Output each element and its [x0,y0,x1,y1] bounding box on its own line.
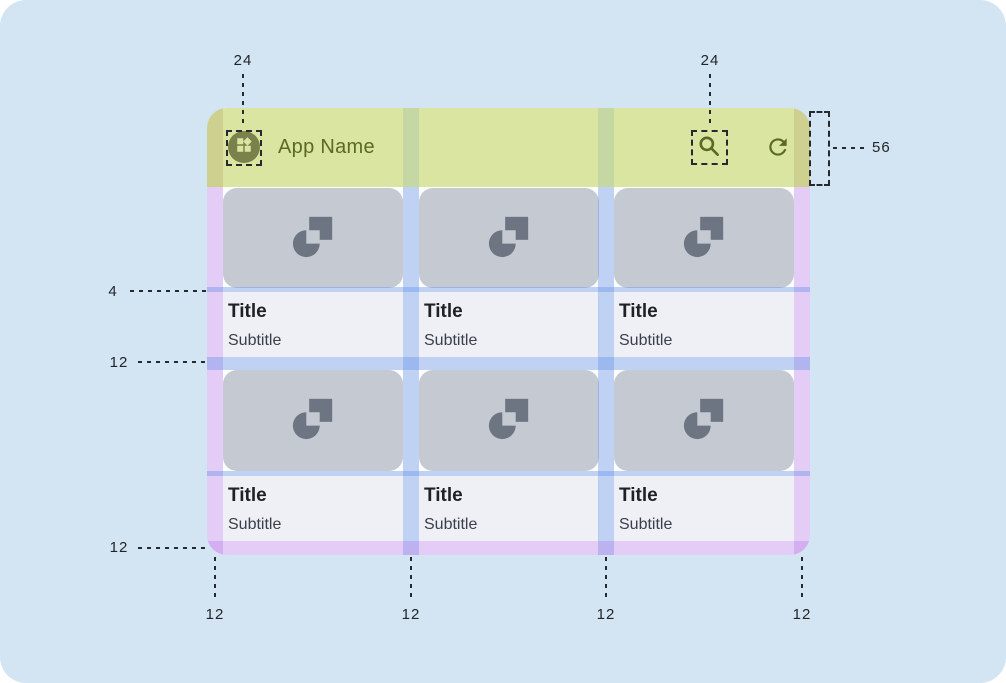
card-text[interactable]: Title Subtitle [614,476,794,541]
appbar-margin-overlay-right [794,108,810,187]
app-mockup: Title Subtitle Title Subtitle Title Subt… [207,108,810,555]
card-subtitle: Subtitle [228,332,282,349]
card-subtitle: Subtitle [424,332,478,349]
measurement-line [833,147,866,149]
measurement-line [242,74,244,128]
measurement-line [709,74,711,128]
measurement-bracket-appbar [809,111,830,186]
margin-overlay-left [207,187,223,555]
image-placeholder-icon [290,395,336,446]
card-title: Title [228,301,267,322]
measurement-label-search-24: 24 [700,52,720,69]
measurement-line [801,557,803,600]
card-text[interactable]: Title Subtitle [614,292,794,357]
measurement-line [410,557,412,600]
image-placeholder-icon [290,213,336,264]
bottom-margin-overlay [207,541,810,555]
measurement-label-col-12: 12 [596,606,616,623]
gutter-overlay-1 [403,187,419,555]
card-text[interactable]: Title Subtitle [419,292,599,357]
card-subtitle: Subtitle [228,516,282,533]
card-text[interactable]: Title Subtitle [223,476,403,541]
image-placeholder-icon [486,395,532,446]
measurement-label-bottom-margin-12: 12 [109,539,129,556]
measurement-line [138,361,207,363]
card-title: Title [619,301,658,322]
card-title: Title [619,485,658,506]
appbar-margin-overlay-left [207,108,223,187]
margin-overlay-right [794,187,810,555]
card-image[interactable] [223,370,403,471]
search-button[interactable] [695,133,723,161]
appbar-gutter-overlay-2 [598,108,614,187]
measurement-line [138,547,207,549]
app-logo-button[interactable] [228,131,260,163]
measurement-label-col-12: 12 [205,606,225,623]
appbar-gutter-overlay-1 [403,108,419,187]
app-name: App Name [278,136,375,158]
measurement-line [605,557,607,600]
card-title: Title [424,485,463,506]
card-image[interactable] [419,370,599,471]
card-title: Title [424,301,463,322]
image-placeholder-icon [486,213,532,264]
row-gutter-overlay [207,357,810,370]
widgets-icon [235,136,253,159]
search-icon [696,133,722,162]
measurement-label-col-12: 12 [792,606,812,623]
card-subtitle: Subtitle [424,516,478,533]
card-image[interactable] [223,188,403,288]
measurement-label-gap-4: 4 [108,283,118,300]
gutter-overlay-2 [598,187,614,555]
measurement-label-logo-24: 24 [233,52,253,69]
refresh-button[interactable] [764,134,792,162]
refresh-icon [765,134,791,163]
card-subtitle: Subtitle [619,332,673,349]
measurement-label-appbar-56: 56 [872,139,891,156]
image-placeholder-icon [681,395,727,446]
card-image[interactable] [614,188,794,288]
card-text[interactable]: Title Subtitle [419,476,599,541]
card-image[interactable] [419,188,599,288]
measurement-label-col-12: 12 [401,606,421,623]
card-subtitle: Subtitle [619,516,673,533]
card-text[interactable]: Title Subtitle [223,292,403,357]
measurement-box-search [691,130,728,165]
card-title: Title [228,485,267,506]
measurement-line [130,290,207,292]
card-image[interactable] [614,370,794,471]
image-placeholder-icon [681,213,727,264]
measurement-box-logo [226,130,262,166]
measurement-label-gutter-12: 12 [109,354,129,371]
measurement-line [214,557,216,600]
